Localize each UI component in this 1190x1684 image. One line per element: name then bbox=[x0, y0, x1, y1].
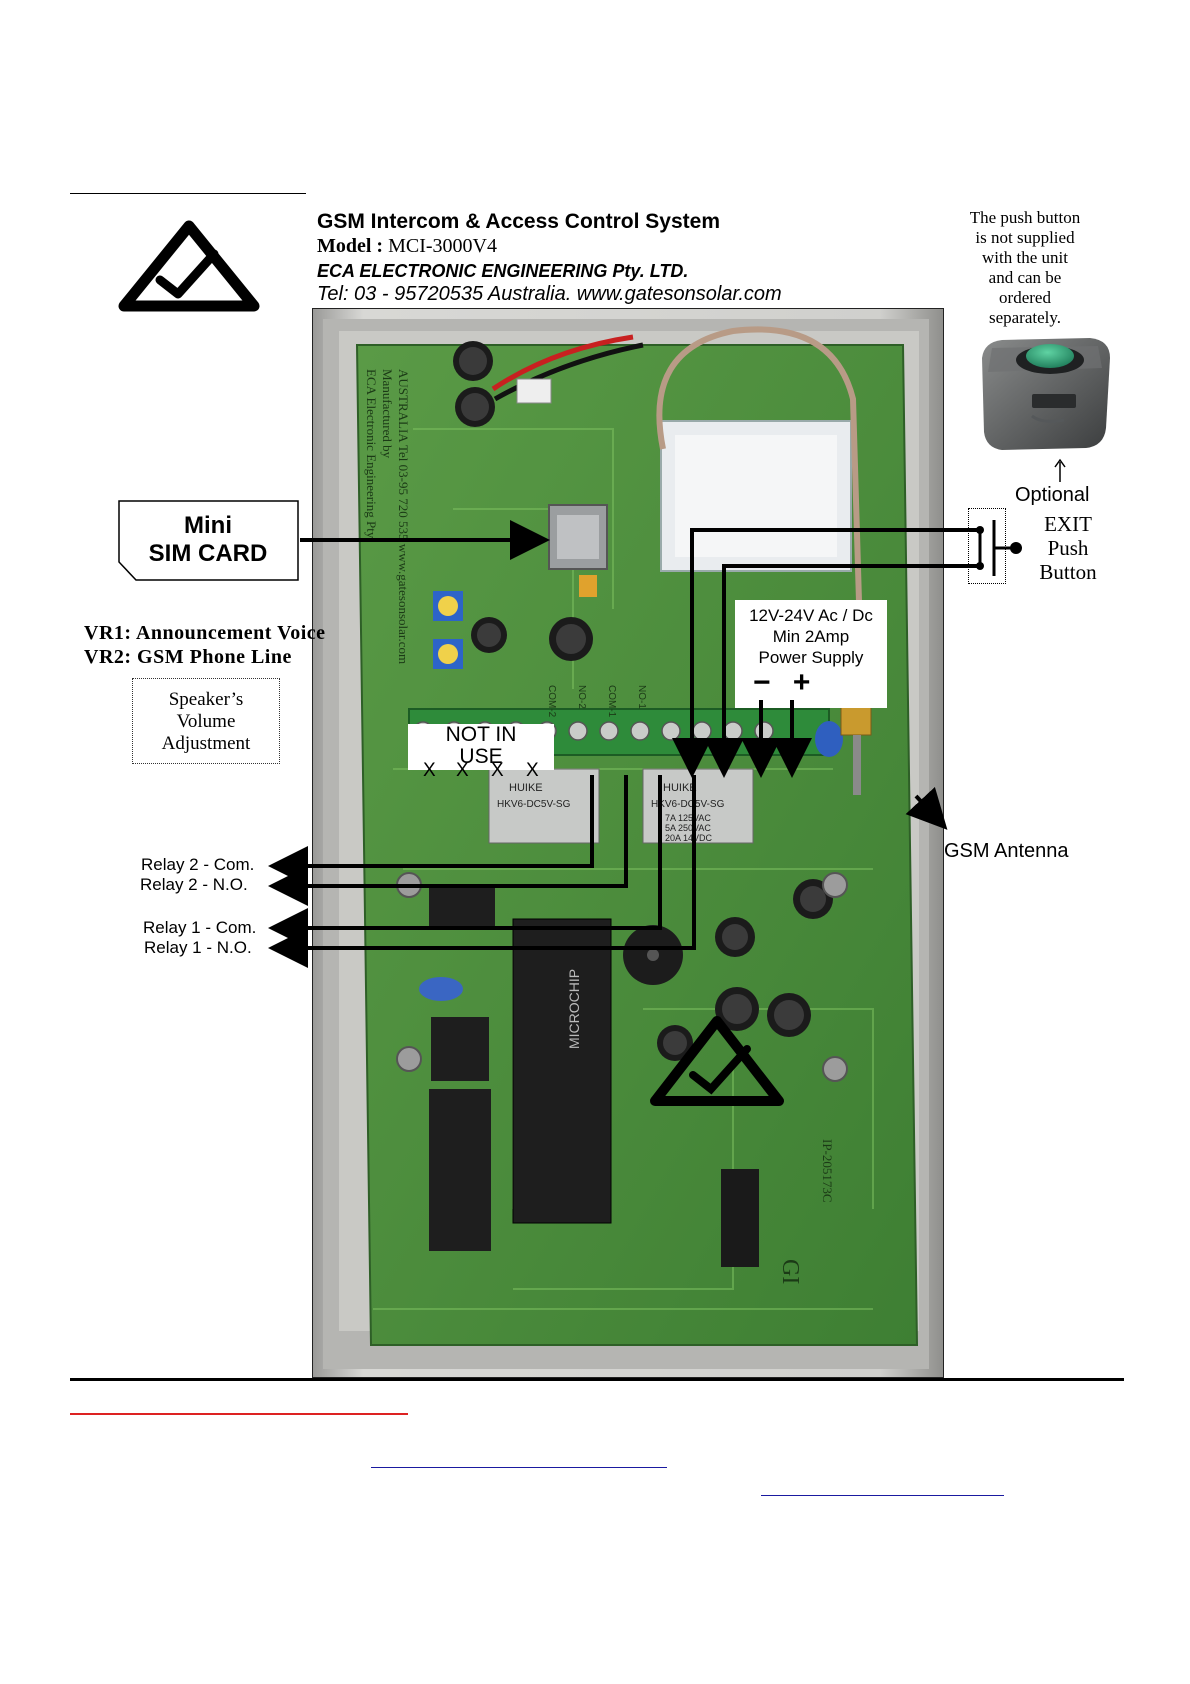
relay2-com-label: Relay 2 - Com. bbox=[141, 855, 255, 874]
not-in-use-label: NOT IN USE bbox=[408, 724, 554, 770]
bottom-rule bbox=[70, 1378, 1124, 1381]
sim-label-line: Mini bbox=[184, 512, 232, 539]
company-name: ECA ELECTRONIC ENGINEERING Pty. LTD. bbox=[317, 261, 689, 281]
relay1-com-label: Relay 1 - Com. bbox=[143, 918, 257, 937]
exit-label-line: Push bbox=[1047, 536, 1089, 560]
vr1-label: VR1: Announcement Voice bbox=[84, 622, 326, 644]
gsm-antenna-label: GSM Antenna bbox=[944, 840, 1069, 862]
push-button-note: The push button is not supplied with the… bbox=[935, 208, 1115, 328]
product-title: GSM Intercom & Access Control System bbox=[317, 210, 720, 233]
sim-label-line: SIM CARD bbox=[148, 540, 268, 567]
not-in-use-mark: X bbox=[491, 760, 504, 781]
model-line: Model : MCI-3000V4 bbox=[317, 235, 497, 258]
pcb-board-code: IP-205173C bbox=[820, 1139, 835, 1203]
relay-brand-text: HUIKE bbox=[509, 782, 543, 794]
power-line: 12V-24V Ac / Dc bbox=[749, 606, 873, 625]
pcb-manufacturer-text: AUSTRALIA Tel 03-95 720 535 www.gatesons… bbox=[396, 369, 411, 664]
pcb-manufacturer-text: ECA Electronic Engineering Pty bbox=[364, 369, 379, 539]
note-line: separately. bbox=[988, 308, 1062, 327]
exit-switch-box bbox=[968, 508, 1006, 584]
plus-sign: + bbox=[792, 666, 811, 699]
sim-card-label: Mini SIM CARD bbox=[118, 512, 298, 568]
model-value: MCI-3000V4 bbox=[388, 235, 497, 257]
pcb-terminal-label: COM-2 bbox=[546, 685, 557, 718]
speaker-note-line: Volume bbox=[176, 711, 236, 732]
minus-sign: − bbox=[753, 666, 771, 699]
link-underline bbox=[761, 1495, 1004, 1496]
optional-label: Optional bbox=[1015, 484, 1090, 506]
relay2-no-label: Relay 2 - N.O. bbox=[140, 875, 248, 894]
not-in-use-mark: X bbox=[526, 760, 539, 781]
relay-model-text: HKV6-DC5V-SG bbox=[497, 799, 571, 810]
chip-brand-text: MICROCHIP bbox=[566, 969, 582, 1049]
pcb-terminal-label: NO-1 bbox=[636, 685, 647, 709]
exit-button-label: EXIT Push Button bbox=[1018, 512, 1118, 584]
top-rule bbox=[70, 193, 306, 194]
contact-line: Tel: 03 - 95720535 Australia. www.gateso… bbox=[317, 283, 782, 305]
power-supply-label: 12V-24V Ac / Dc Min 2Amp Power Supply − … bbox=[735, 600, 887, 708]
speaker-note-line: Speaker’s bbox=[168, 689, 244, 710]
pcb-manufacturer-text: Manufactured by bbox=[380, 369, 395, 459]
note-line: with the unit bbox=[982, 248, 1068, 267]
exit-label-line: EXIT bbox=[1044, 512, 1092, 536]
sim-callout-frame bbox=[118, 500, 299, 581]
not-in-use-mark: X bbox=[423, 760, 436, 781]
speaker-note-line: Adjustment bbox=[161, 733, 251, 754]
relay-model-text: HKV6-DC5V-SG bbox=[651, 799, 725, 810]
note-line: and can be bbox=[988, 268, 1062, 287]
model-label: Model : bbox=[317, 235, 384, 257]
note-line: The push button bbox=[969, 208, 1081, 227]
not-in-use-line: USE bbox=[459, 745, 503, 768]
relay-spec-text: 5A 250VAC bbox=[665, 823, 711, 833]
link-underline bbox=[371, 1467, 667, 1468]
pcb-terminal-label: NO-2 bbox=[576, 685, 587, 709]
relay1-no-label: Relay 1 - N.O. bbox=[144, 938, 252, 957]
speaker-volume-note: Speaker’s Volume Adjustment bbox=[132, 678, 280, 764]
not-in-use-line: NOT IN bbox=[445, 723, 517, 746]
power-line: Power Supply bbox=[758, 648, 864, 667]
note-line: is not supplied bbox=[975, 228, 1075, 247]
up-arrow-icon bbox=[1054, 458, 1066, 482]
polarity-row: − + bbox=[735, 668, 887, 698]
relay-spec-text: 20A 14VDC bbox=[665, 833, 713, 843]
relay-brand-text: HUIKE bbox=[663, 782, 697, 794]
exit-label-line: Button bbox=[1039, 560, 1097, 584]
push-button-image bbox=[982, 338, 1110, 450]
regulatory-tick-logo bbox=[118, 220, 260, 312]
red-underline bbox=[70, 1413, 408, 1415]
note-line: ordered bbox=[999, 288, 1051, 307]
pcb-terminal-label: COM-1 bbox=[606, 685, 617, 718]
not-in-use-mark: X bbox=[456, 760, 469, 781]
relay-spec-text: 7A 125VAC bbox=[665, 813, 711, 823]
vr2-label: VR2: GSM Phone Line bbox=[84, 646, 292, 668]
pcb-gi-text: GI bbox=[777, 1259, 803, 1284]
power-line: Min 2Amp bbox=[772, 627, 850, 646]
